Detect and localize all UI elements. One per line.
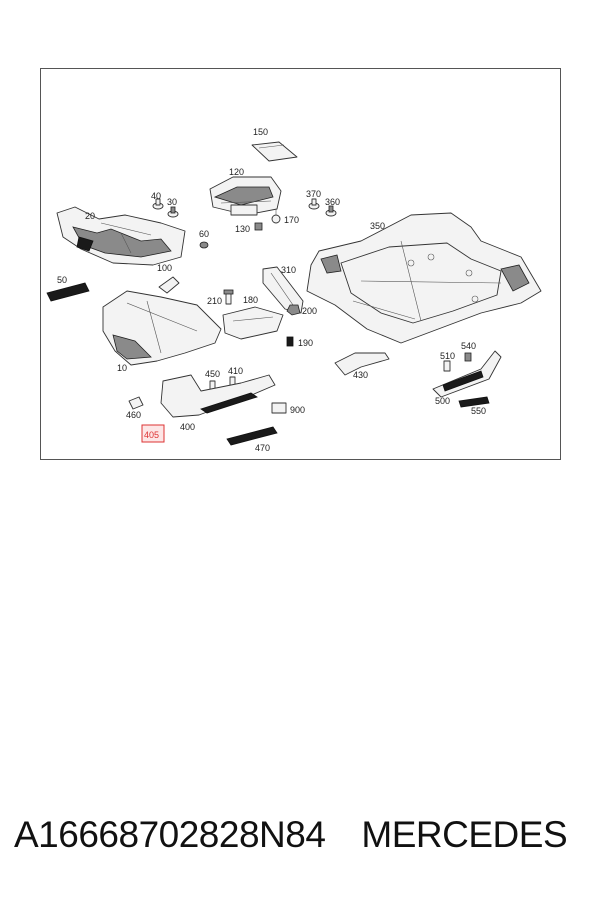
highlight-box-405 — [141, 424, 165, 443]
part-50-mat — [46, 282, 90, 302]
parts-diagram-frame: 150 120 40 30 370 360 20 170 130 350 60 … — [40, 68, 561, 460]
callout-30: 30 — [167, 197, 177, 207]
part-60-clip — [199, 241, 209, 249]
part-400-sill-panel — [160, 374, 276, 418]
callout-450: 450 — [205, 369, 220, 379]
part-190-clip — [286, 336, 294, 347]
part-470-strip — [226, 426, 278, 446]
part-30-clip — [167, 206, 179, 218]
part-550-strip — [458, 396, 490, 408]
callout-510: 510 — [440, 351, 455, 361]
part-120-console — [209, 176, 282, 216]
callout-180: 180 — [243, 295, 258, 305]
part-180-bracket — [222, 306, 284, 340]
part-360-clip — [325, 205, 337, 217]
part-100-cap — [158, 276, 180, 294]
callout-310: 310 — [281, 265, 296, 275]
callout-370: 370 — [306, 189, 321, 199]
parts-diagram: 150 120 40 30 370 360 20 170 130 350 60 … — [46, 127, 542, 453]
callout-130: 130 — [235, 224, 250, 234]
callout-60: 60 — [199, 229, 209, 239]
part-900-clip — [271, 402, 287, 414]
callout-540: 540 — [461, 341, 476, 351]
part-130-fastener — [254, 222, 263, 231]
callout-400: 400 — [180, 422, 195, 432]
part-number: A16668702828N84 — [14, 814, 326, 855]
part-460-clip — [128, 396, 144, 410]
part-540-clip — [464, 352, 472, 362]
callout-410: 410 — [228, 366, 243, 376]
part-20-front-section — [56, 206, 186, 266]
part-150-pad — [251, 141, 298, 162]
part-210-bolt — [223, 289, 234, 305]
part-310-tunnel-cover — [262, 266, 304, 314]
callout-900: 900 — [290, 405, 305, 415]
part-200-nut — [286, 304, 301, 316]
callout-470: 470 — [255, 443, 270, 453]
callout-360: 360 — [325, 197, 340, 207]
part-40-clip — [152, 198, 164, 210]
part-370-clip — [308, 198, 320, 210]
product-caption: A16668702828N84 MERCEDES — [14, 810, 594, 860]
callout-430: 430 — [353, 370, 368, 380]
callout-170: 170 — [284, 215, 299, 225]
callout-460: 460 — [126, 410, 141, 420]
callout-40: 40 — [151, 191, 161, 201]
callout-50: 50 — [57, 275, 67, 285]
part-170-fastener — [271, 209, 281, 224]
callout-200: 200 — [302, 306, 317, 316]
part-350-floor-pan — [306, 212, 542, 344]
callout-550: 550 — [471, 406, 486, 416]
brand-name: MERCEDES — [361, 814, 568, 855]
callout-150: 150 — [253, 127, 268, 137]
callout-190: 190 — [298, 338, 313, 348]
part-510-clip — [443, 360, 451, 372]
callout-210: 210 — [207, 296, 222, 306]
part-500-sill-trim — [432, 350, 502, 398]
callout-500: 500 — [435, 396, 450, 406]
callout-100: 100 — [157, 263, 172, 273]
callout-405: 405 — [144, 430, 159, 440]
part-10-front-section — [102, 290, 222, 366]
part-430-bracket — [334, 352, 390, 376]
callout-20: 20 — [85, 211, 95, 221]
callout-120: 120 — [229, 167, 244, 177]
callout-10: 10 — [117, 363, 127, 373]
callout-350: 350 — [370, 221, 385, 231]
